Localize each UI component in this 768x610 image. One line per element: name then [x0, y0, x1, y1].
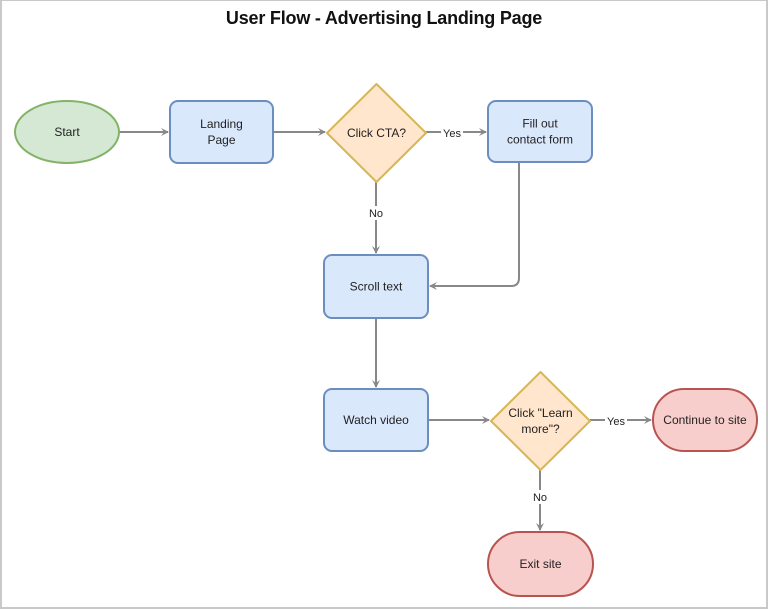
edge-label-no: No	[369, 208, 383, 220]
node-label: Landing	[200, 117, 243, 131]
node-label: more"?	[521, 422, 560, 436]
diagram-title: User Flow - Advertising Landing Page	[225, 8, 543, 28]
edge-label-background	[605, 414, 627, 428]
node-exit[interactable]: Exit site	[487, 531, 594, 597]
edge-label-background	[365, 206, 387, 220]
process-shape	[323, 388, 429, 452]
node-scroll[interactable]: Scroll text	[323, 254, 429, 319]
edge-label-background	[529, 490, 551, 504]
node-label: Click CTA?	[347, 126, 406, 140]
node-label: Start	[54, 125, 80, 139]
edge-label-background	[441, 126, 463, 140]
edge-label-yes: Yes	[607, 416, 625, 428]
edge-fill_form-to-scroll	[429, 162, 520, 290]
edge-label-no: No	[533, 492, 547, 504]
node-label: Page	[207, 133, 235, 147]
node-label: Watch video	[343, 413, 409, 427]
node-label: Fill out	[522, 117, 558, 131]
node-label: contact form	[507, 133, 573, 147]
node-start[interactable]: Start	[14, 100, 120, 164]
process-shape	[487, 100, 593, 163]
terminal-start-shape	[14, 100, 120, 164]
node-label: Click "Learn	[508, 406, 572, 420]
node-watch[interactable]: Watch video	[323, 388, 429, 452]
process-shape	[169, 100, 274, 164]
decision-shape	[326, 83, 427, 183]
edge-label-yes: Yes	[443, 128, 461, 140]
process-shape	[323, 254, 429, 319]
decision-shape	[490, 371, 591, 471]
node-label: Continue to site	[663, 413, 747, 427]
node-continue[interactable]: Continue to site	[652, 388, 758, 452]
terminal-end-shape	[652, 388, 758, 452]
terminal-end-shape	[487, 531, 594, 597]
node-click-cta[interactable]: Click CTA?	[326, 83, 427, 183]
node-label: Scroll text	[350, 280, 403, 294]
node-fill-form[interactable]: Fill out contact form	[487, 100, 593, 163]
node-label: Exit site	[519, 557, 561, 571]
node-learn-more[interactable]: Click "Learn more"?	[490, 371, 591, 471]
